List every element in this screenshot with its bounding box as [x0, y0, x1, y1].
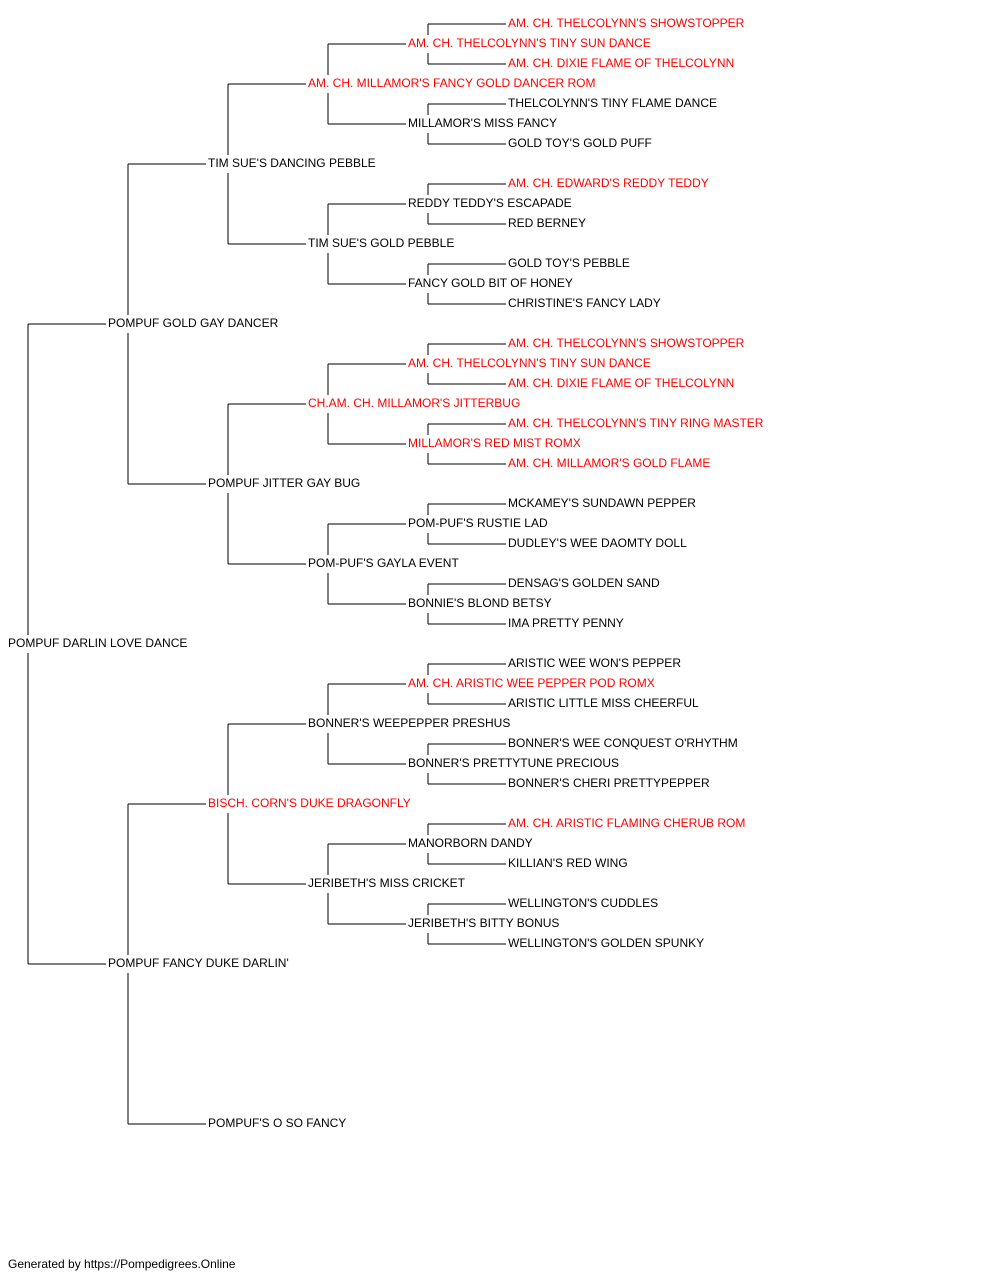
dog-name-root-s-d-d: POM-PUF'S GAYLA EVENT — [308, 556, 459, 570]
dog-name-root-s-d-s: CH.AM. CH. MILLAMOR'S JITTERBUG — [308, 396, 520, 410]
dog-name-root-s-d-s-s-s: AM. CH. THELCOLYNN'S SHOWSTOPPER — [508, 336, 745, 350]
dog-name-root-d-s: BISCH. CORN'S DUKE DRAGONFLY — [208, 796, 411, 810]
footer-credit: Generated by https://Pompedigrees.Online — [8, 1257, 236, 1271]
dog-name-root-s-s-d-s-d: RED BERNEY — [508, 216, 586, 230]
dog-name-root-d-s-d-s-s: AM. CH. ARISTIC FLAMING CHERUB ROM — [508, 816, 745, 830]
dog-name-root-s-s: TIM SUE'S DANCING PEBBLE — [208, 156, 376, 170]
dog-name-root-d-s-d-d-d: WELLINGTON'S GOLDEN SPUNKY — [508, 936, 704, 950]
dog-name-root-d-s-d-s-d: KILLIAN'S RED WING — [508, 856, 628, 870]
dog-name-root-d-s-s-d-d: BONNER'S CHERI PRETTYPEPPER — [508, 776, 710, 790]
dog-name-root-s-s-d-d-s: GOLD TOY'S PEBBLE — [508, 256, 630, 270]
dog-name-root-s-s-s-d-s: THELCOLYNN'S TINY FLAME DANCE — [508, 96, 717, 110]
dog-name-root-s-d: POMPUF JITTER GAY BUG — [208, 476, 360, 490]
dog-name-root-d-s-s-s-d: ARISTIC LITTLE MISS CHEERFUL — [508, 696, 699, 710]
dog-name-root-d-s-s-s: AM. CH. ARISTIC WEE PEPPER POD ROMX — [408, 676, 655, 690]
dog-name-root: POMPUF DARLIN LOVE DANCE — [8, 636, 187, 650]
dog-name-root-s-d-d-s: POM-PUF'S RUSTIE LAD — [408, 516, 548, 530]
dog-name-root-d: POMPUF FANCY DUKE DARLIN' — [108, 956, 289, 970]
dog-name-root-s-s-s-s: AM. CH. THELCOLYNN'S TINY SUN DANCE — [408, 36, 651, 50]
dog-name-root-s-s-s-s-s: AM. CH. THELCOLYNN'S SHOWSTOPPER — [508, 16, 745, 30]
dog-name-root-s-s-d-s: REDDY TEDDY'S ESCAPADE — [408, 196, 572, 210]
dog-name-root-s: POMPUF GOLD GAY DANCER — [108, 316, 279, 330]
dog-name-root-d-s-s-d-s: BONNER'S WEE CONQUEST O'RHYTHM — [508, 736, 738, 750]
dog-name-root-s-d-s-d: MILLAMOR'S RED MIST ROMX — [408, 436, 581, 450]
dog-name-root-s-s-d-d: FANCY GOLD BIT OF HONEY — [408, 276, 573, 290]
dog-name-root-s-d-s-d-s: AM. CH. THELCOLYNN'S TINY RING MASTER — [508, 416, 764, 430]
dog-name-root-s-s-s: AM. CH. MILLAMOR'S FANCY GOLD DANCER ROM — [308, 76, 595, 90]
dog-name-root-s-d-s-d-d: AM. CH. MILLAMOR'S GOLD FLAME — [508, 456, 710, 470]
dog-name-root-d-s-d: JERIBETH'S MISS CRICKET — [308, 876, 466, 890]
dog-name-root-d-s-d-d: JERIBETH'S BITTY BONUS — [408, 916, 559, 930]
dog-name-root-s-s-d-d-d: CHRISTINE'S FANCY LADY — [508, 296, 661, 310]
dog-name-root-s-d-s-s-d: AM. CH. DIXIE FLAME OF THELCOLYNN — [508, 376, 734, 390]
dog-name-root-d-s-d-d-s: WELLINGTON'S CUDDLES — [508, 896, 658, 910]
dog-name-root-s-d-s-s: AM. CH. THELCOLYNN'S TINY SUN DANCE — [408, 356, 651, 370]
dog-name-root-d-s-s-s-s: ARISTIC WEE WON'S PEPPER — [508, 656, 681, 670]
dog-name-root-s-s-s-d-d: GOLD TOY'S GOLD PUFF — [508, 136, 652, 150]
dog-name-root-s-d-d-s-s: MCKAMEY'S SUNDAWN PEPPER — [508, 496, 696, 510]
dog-name-root-s-s-s-s-d: AM. CH. DIXIE FLAME OF THELCOLYNN — [508, 56, 734, 70]
dog-name-root-s-s-s-d: MILLAMOR'S MISS FANCY — [408, 116, 557, 130]
dog-name-root-s-d-d-d-d: IMA PRETTY PENNY — [508, 616, 624, 630]
dog-name-root-s-s-d-s-s: AM. CH. EDWARD'S REDDY TEDDY — [508, 176, 709, 190]
dog-name-root-d-d: POMPUF'S O SO FANCY — [208, 1116, 346, 1130]
dog-name-root-s-d-d-d: BONNIE'S BLOND BETSY — [408, 596, 552, 610]
dog-name-root-d-s-s-d: BONNER'S PRETTYTUNE PRECIOUS — [408, 756, 619, 770]
dog-name-root-d-s-s: BONNER'S WEEPEPPER PRESHUS — [308, 716, 510, 730]
dog-name-root-s-d-d-s-d: DUDLEY'S WEE DAOMTY DOLL — [508, 536, 687, 550]
dog-name-root-s-s-d: TIM SUE'S GOLD PEBBLE — [308, 236, 454, 250]
dog-name-root-s-d-d-d-s: DENSAG'S GOLDEN SAND — [508, 576, 660, 590]
dog-name-root-d-s-d-s: MANORBORN DANDY — [408, 836, 533, 850]
